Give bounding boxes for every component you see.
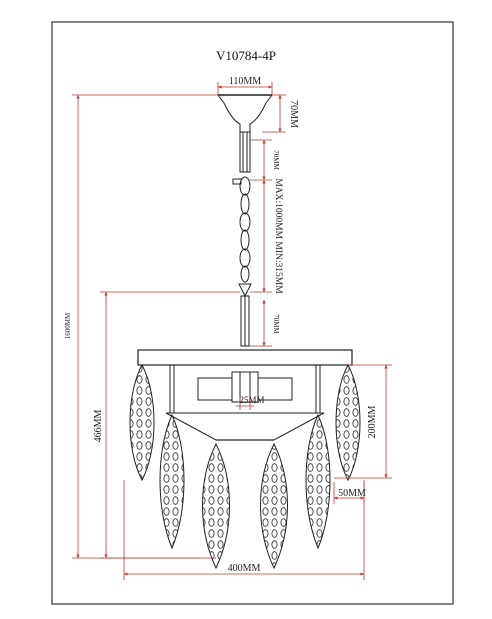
top-plate <box>137 349 353 366</box>
dim-canopy-width: 110MM <box>229 76 262 87</box>
dim-overall-width: 400MM <box>228 563 261 574</box>
model-code: V10784-4P <box>216 48 276 63</box>
crystal-drop <box>305 413 331 550</box>
dim-chain-length: MAX:1000MM MIN:315MM <box>273 178 283 294</box>
crystal-drop <box>260 442 288 570</box>
dim-center-span: 25MM <box>239 395 264 405</box>
dim-chain-top: 70MM <box>272 150 280 170</box>
crystal-drop <box>159 413 185 550</box>
dim-canopy-height: 70MM <box>288 100 299 128</box>
dim-stem-length: 70MM <box>272 314 280 334</box>
crystal-drop <box>202 442 230 570</box>
dim-drop-width: 50MM <box>338 488 366 499</box>
crystal-drop <box>335 363 361 482</box>
dim-overall-height: 1600MM <box>64 312 72 339</box>
crystal-drops <box>129 363 361 570</box>
dim-drop-height: 200MM <box>367 406 378 439</box>
lower-ring <box>165 412 325 441</box>
crystal-drop <box>129 363 155 482</box>
dim-body-height: 466MM <box>93 410 104 443</box>
ceiling-canopy <box>217 94 273 133</box>
sheet-border <box>51 21 454 605</box>
chain <box>239 176 251 283</box>
dimension-lines <box>72 82 392 580</box>
fixture-drawing <box>137 94 353 441</box>
